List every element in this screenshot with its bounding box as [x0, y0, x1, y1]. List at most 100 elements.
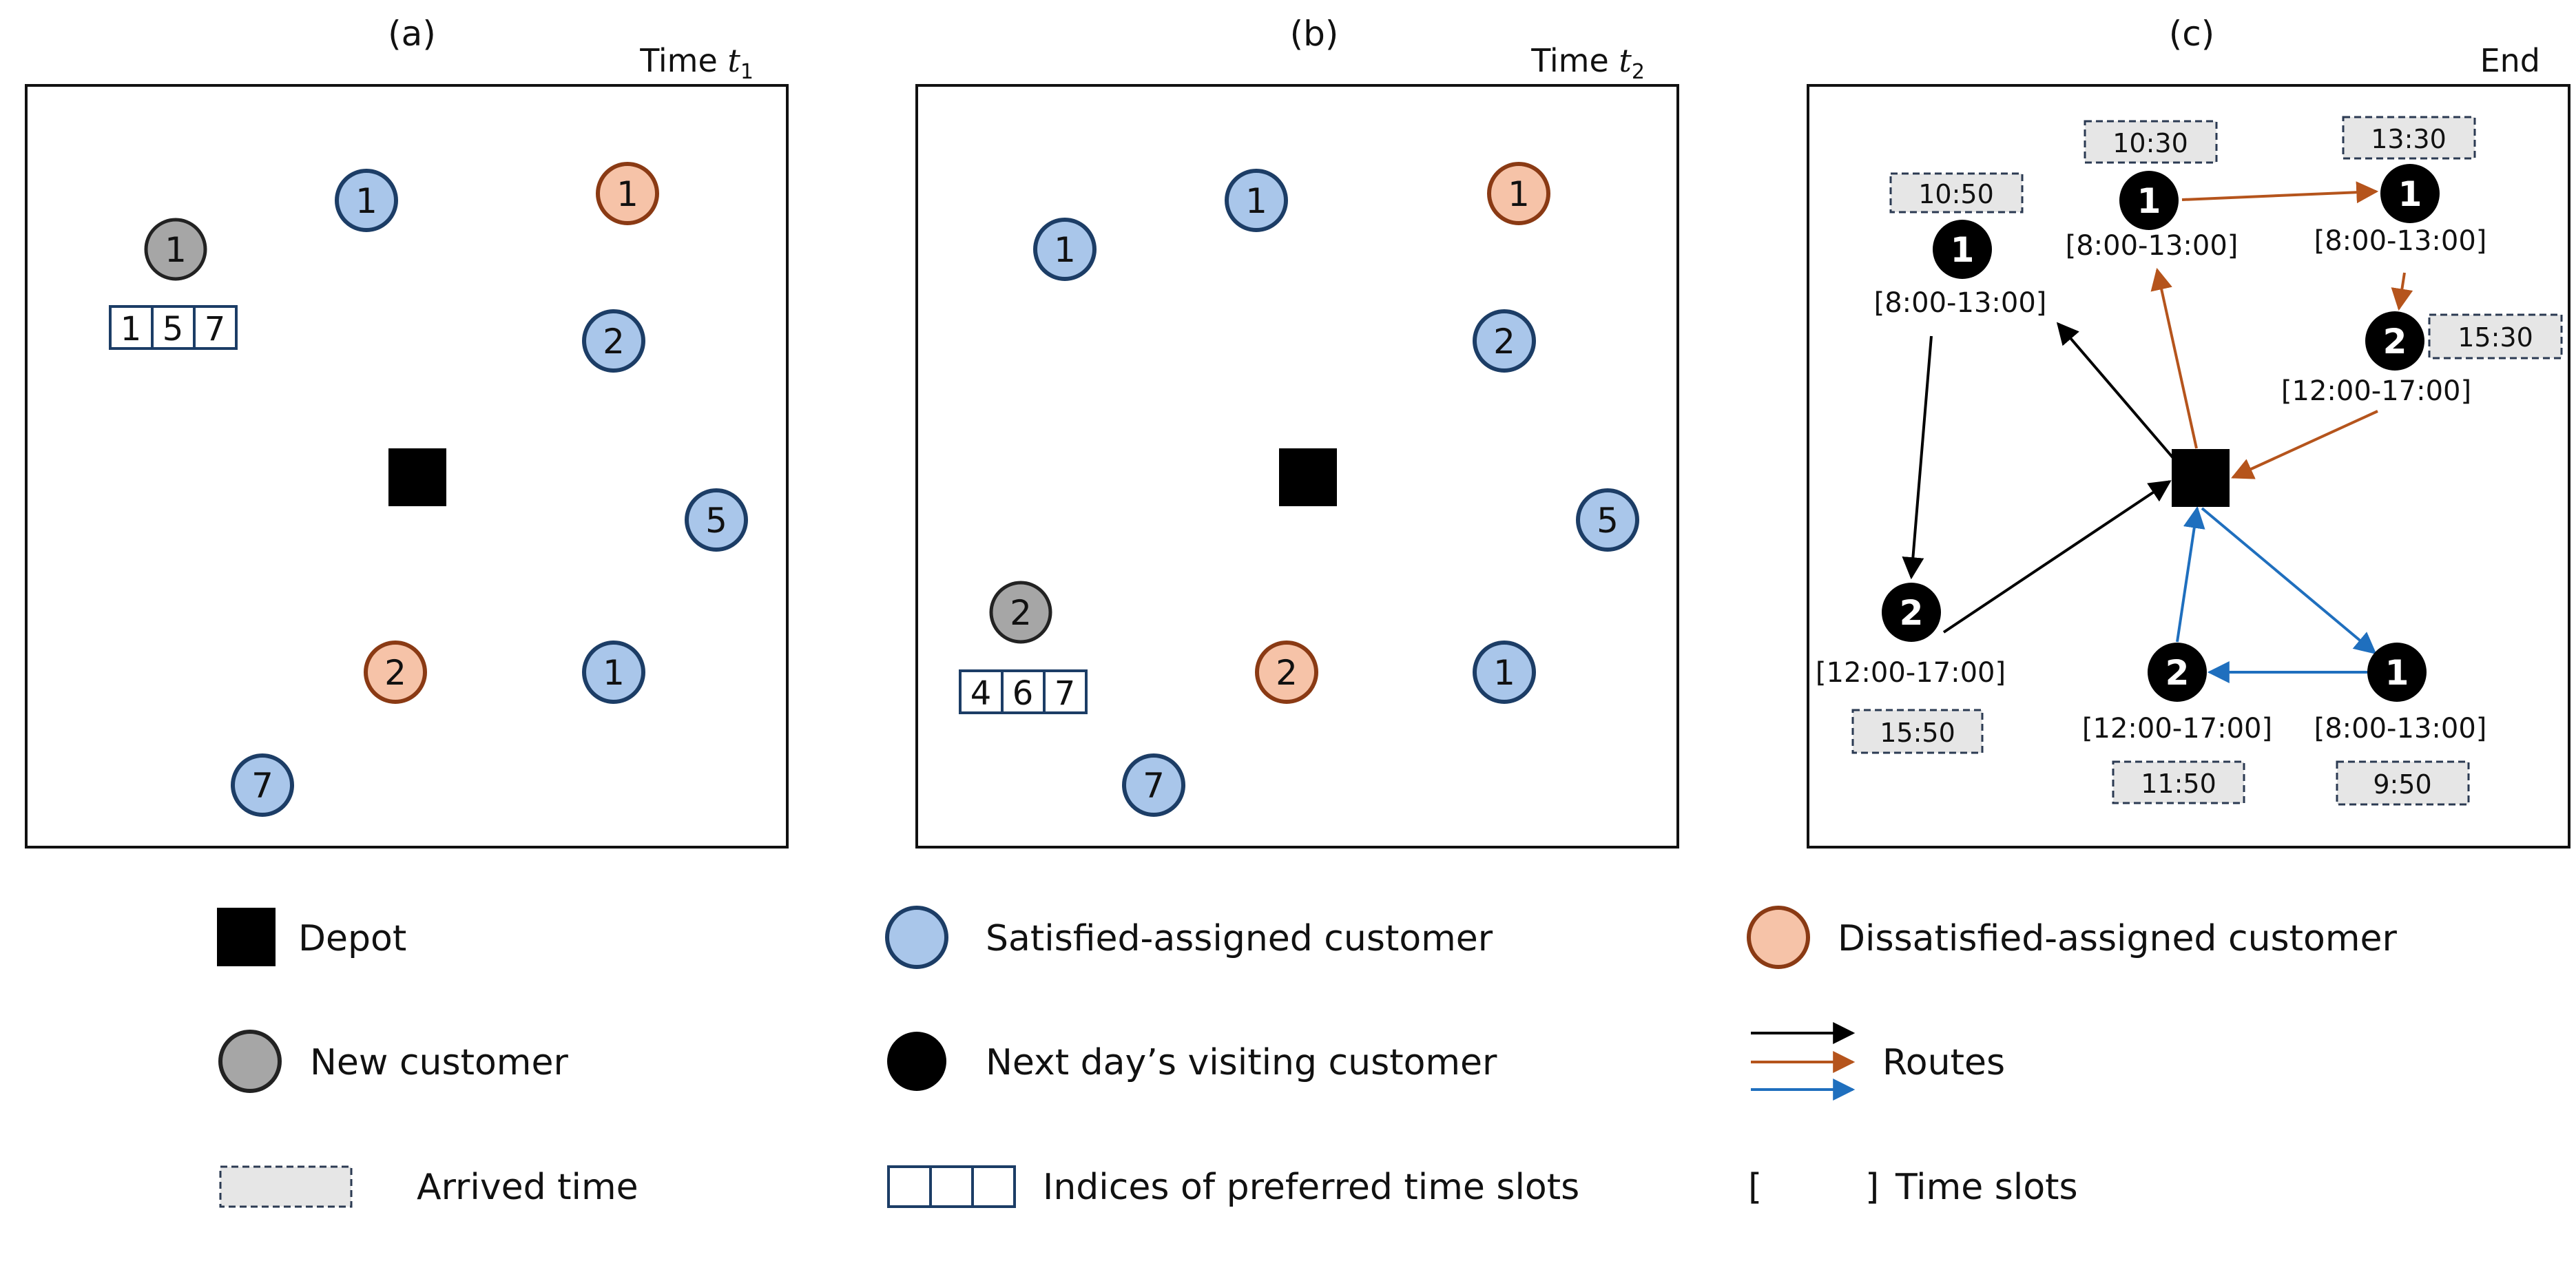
svg-text:7: 7	[1143, 766, 1165, 806]
panel-c-frame	[1807, 84, 2570, 849]
route-blue	[2176, 506, 2377, 683]
new-customer-a: 1	[144, 218, 207, 281]
visit-node: 10:50 1 [8:00-13:00]	[1874, 172, 2047, 319]
legend-slot-open: [	[1748, 1167, 1762, 1208]
customer-satisfied: 2	[582, 309, 645, 373]
arrived-time-box	[2084, 120, 2218, 164]
preferred-slots-a	[109, 305, 238, 350]
time-slot: [8:00-13:00]	[1874, 287, 2047, 319]
legend-dissatisfied-label: Dissatisfied-assigned customer	[1838, 918, 2397, 959]
svg-text:5: 5	[1597, 501, 1619, 541]
svg-text:1: 1	[355, 181, 377, 221]
time-slot: [12:00-17:00]	[2082, 713, 2272, 745]
legend-satisfied-icon	[885, 906, 948, 969]
new-customer-b: 2	[989, 581, 1052, 644]
arrived-time: 9:50	[2373, 769, 2431, 800]
panel-c: (c) End 10:50 1 [8:00-13:00]	[1807, 14, 2570, 849]
legend-depot-label: Depot	[298, 918, 406, 959]
visit-node: 2 [12:00-17:00] 11:50	[2082, 643, 2272, 804]
panel-b-label: (b)	[1290, 14, 1339, 54]
svg-text:1: 1	[1493, 653, 1515, 693]
panel-b: (b) Time t2 2 4 6 7 1 1 1 2 5 2 1 7	[915, 14, 1679, 849]
panel-c-time: End	[2480, 42, 2540, 79]
customer-satisfied: 7	[1122, 753, 1185, 817]
slot-index: 7	[1055, 674, 1076, 713]
legend-preferred-label: Indices of preferred time slots	[1043, 1167, 1579, 1208]
svg-text:2: 2	[384, 653, 406, 693]
customer-satisfied: 1	[1473, 641, 1536, 704]
legend-arrived-icon	[219, 1165, 353, 1208]
customer-satisfied: 1	[335, 169, 398, 232]
arrived-time: 11:50	[2141, 769, 2216, 799]
legend-new-customer-icon	[218, 1030, 282, 1093]
arrived-time: 10:30	[2112, 128, 2188, 158]
legend: Depot Satisfied-assigned customer Dissat…	[217, 906, 2397, 1208]
arrived-time-box	[2342, 116, 2476, 160]
panel-b-frame	[915, 84, 1679, 849]
svg-text:5: 5	[705, 501, 727, 541]
svg-text:2: 2	[1493, 322, 1515, 362]
arrived-time-box	[2336, 760, 2470, 806]
svg-text:1: 1	[616, 174, 638, 214]
visit-id: 2	[1900, 593, 1924, 633]
legend-time-slots-label: Time slots	[1895, 1167, 2078, 1208]
svg-text:2: 2	[1276, 653, 1298, 693]
customer-dissatisfied: 1	[1487, 162, 1550, 225]
depot-c	[2172, 449, 2230, 507]
new-customer-a-id: 1	[165, 230, 187, 270]
arrived-time-box	[1889, 172, 2024, 214]
arrived-time: 13:30	[2371, 124, 2447, 154]
arrived-time: 15:30	[2458, 322, 2533, 353]
customer-satisfied: 2	[1473, 309, 1536, 373]
slot-index: 4	[970, 674, 992, 713]
legend-dissatisfied-icon	[1747, 906, 1810, 969]
arrived-time: 15:50	[1880, 718, 1955, 748]
legend-new-customer-label: New customer	[310, 1042, 568, 1083]
legend-preferred-icon	[887, 1165, 1016, 1208]
panel-a-frame	[25, 84, 789, 849]
preferred-slots-b	[959, 669, 1088, 714]
legend-next-day-label: Next day’s visiting customer	[986, 1042, 1497, 1083]
time-slot: [8:00-13:00]	[2066, 230, 2239, 262]
legend-routes-icon	[1751, 1022, 1856, 1101]
customer-satisfied: 1	[582, 641, 645, 704]
panel-a-label: (a)	[388, 14, 436, 54]
visit-id: 1	[1951, 230, 1975, 270]
legend-next-day-icon	[887, 1032, 946, 1091]
customer-dissatisfied: 2	[1255, 641, 1318, 704]
time-slot: [8:00-13:00]	[2314, 225, 2487, 257]
legend-depot-icon	[217, 908, 276, 966]
panel-b-time: Time t2	[1530, 42, 1645, 84]
depot-a	[388, 448, 446, 506]
route-orange	[2150, 181, 2413, 479]
svg-text:1: 1	[1245, 181, 1267, 221]
visit-node: 2 15:30 [12:00-17:00]	[2281, 311, 2563, 407]
svg-text:1: 1	[603, 653, 625, 693]
arrived-time: 10:50	[1918, 179, 1994, 209]
svg-text:2: 2	[603, 322, 625, 362]
arrived-time-box	[1851, 709, 1984, 754]
customer-satisfied: 7	[231, 753, 294, 817]
slot-index: 6	[1012, 674, 1034, 713]
svg-text:7: 7	[251, 766, 273, 806]
customer-satisfied: 1	[1033, 218, 1097, 281]
svg-text:1: 1	[1054, 230, 1076, 270]
customer-satisfied: 5	[685, 488, 748, 552]
visit-id: 1	[2398, 174, 2422, 214]
time-slot: [12:00-17:00]	[2281, 375, 2471, 407]
visit-id: 2	[2383, 322, 2407, 362]
visit-id: 1	[2137, 181, 2161, 221]
customer-satisfied: 1	[1225, 169, 1288, 232]
legend-routes-label: Routes	[1882, 1042, 2005, 1083]
time-slot: [8:00-13:00]	[2314, 713, 2487, 745]
legend-slot-close: ]	[1865, 1167, 1879, 1208]
depot-b	[1279, 448, 1337, 506]
svg-text:1: 1	[1508, 174, 1530, 214]
route-black	[1902, 322, 2175, 634]
legend-arrived-label: Arrived time	[417, 1167, 638, 1208]
visit-node: 10:30 1 [8:00-13:00]	[2066, 120, 2239, 262]
visit-node: 2 [12:00-17:00] 15:50	[1816, 583, 2006, 754]
arrived-time-box	[2112, 760, 2245, 804]
visit-node: 13:30 1 [8:00-13:00]	[2314, 116, 2487, 257]
